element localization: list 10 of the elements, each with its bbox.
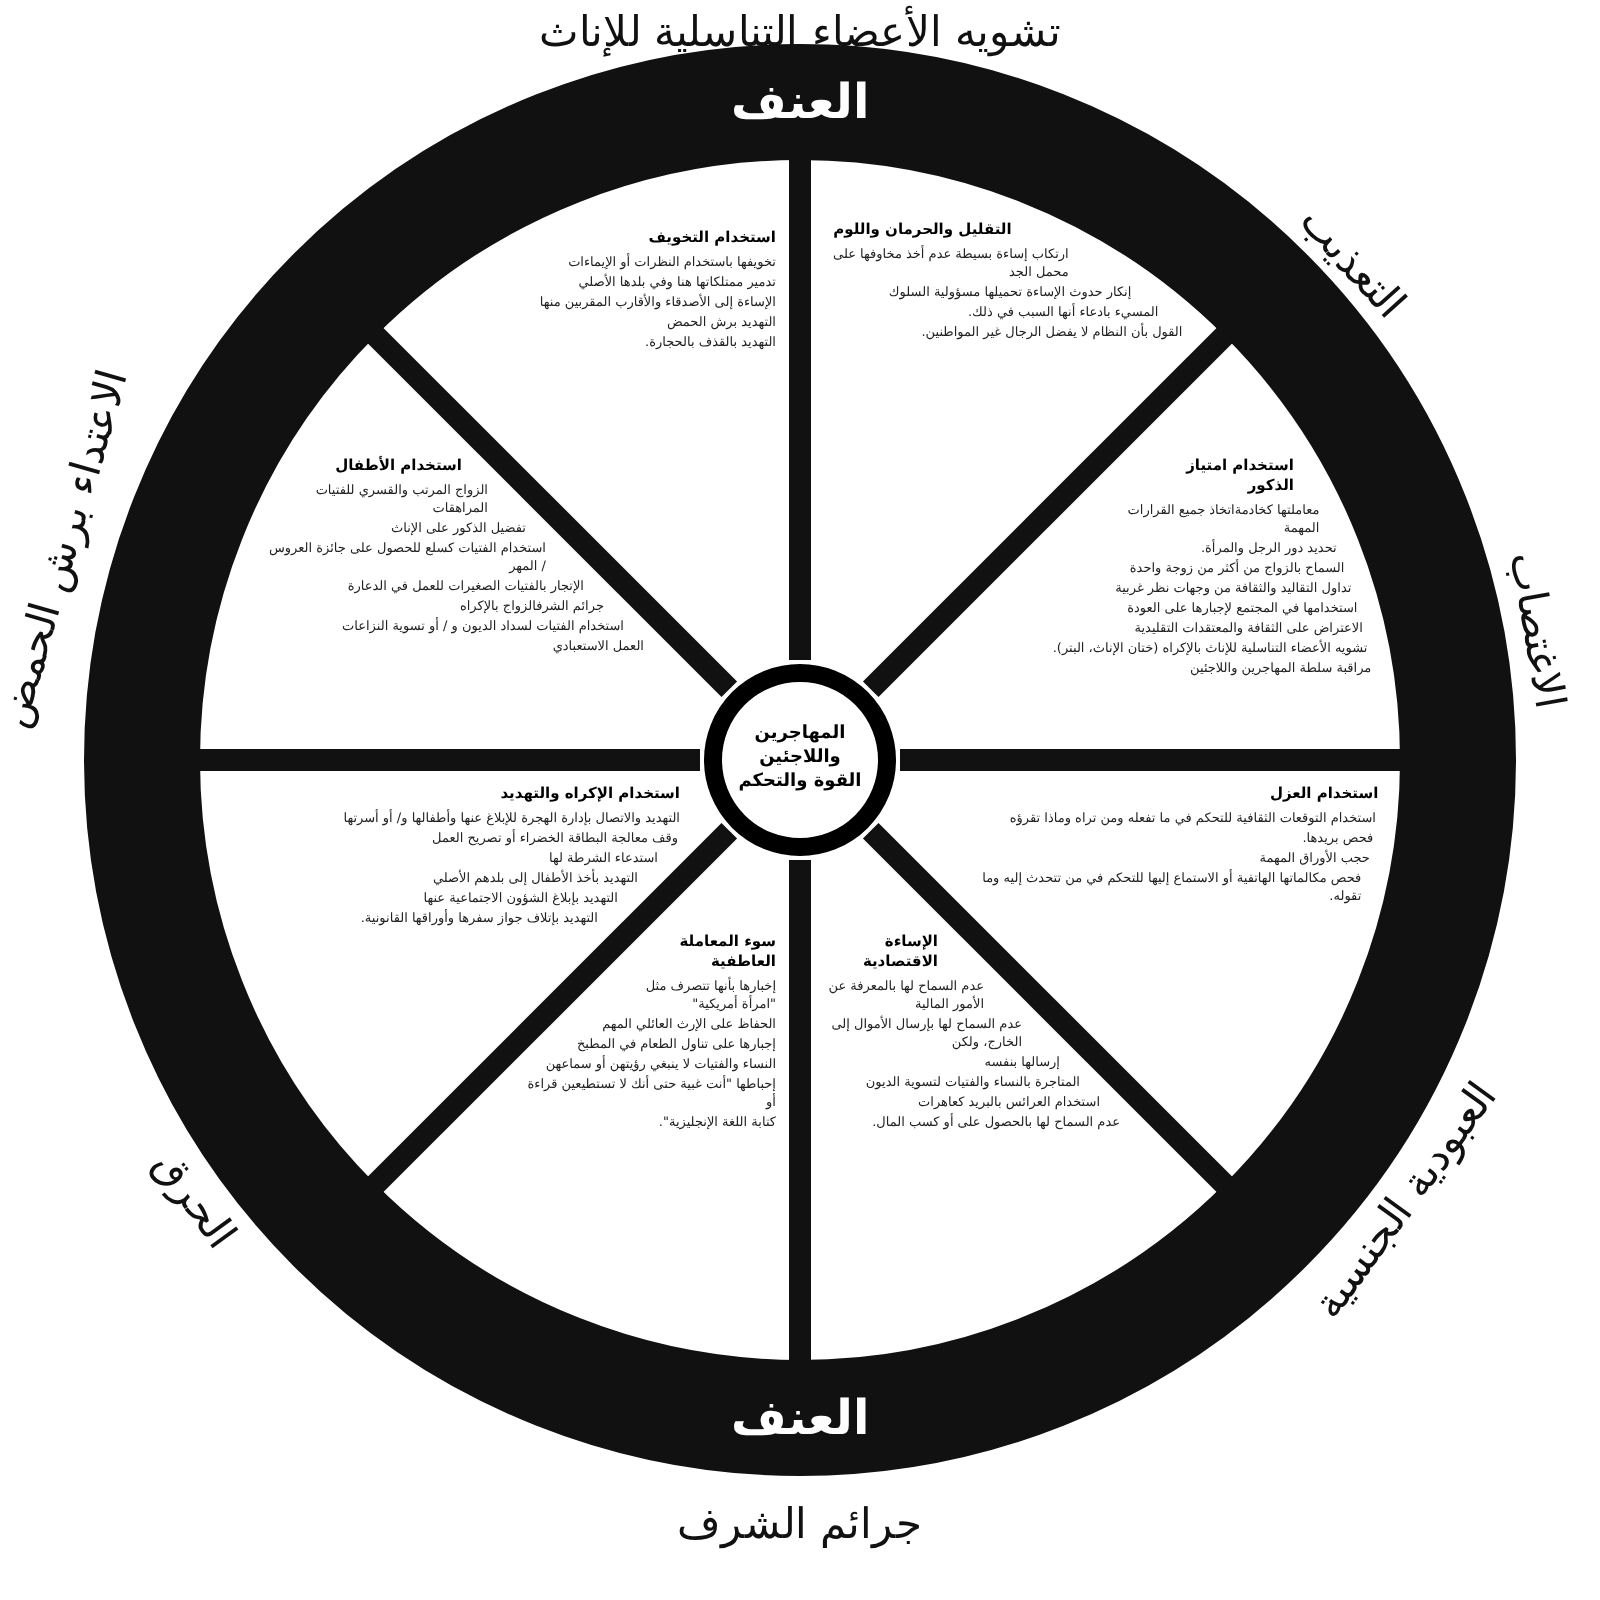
band-label: العنف — [731, 1390, 870, 1446]
outer-label: تشويه الأعضاء التناسلية للإناث — [539, 8, 1062, 56]
hub-circle: المهاجرين واللاجئين القوة والتحكم — [704, 664, 896, 856]
outer-label: الاعتداء برش الحمض — [0, 363, 137, 734]
outer-label: الاغتصاب — [1499, 548, 1574, 713]
outer-label: جرائم الشرف — [677, 1500, 923, 1548]
outer-label: الحرق — [143, 1141, 246, 1258]
outer-label: التعذيب — [1290, 197, 1415, 328]
band-label: العنف — [731, 74, 870, 130]
outer-label: العبودية الجنسية — [1303, 1072, 1507, 1327]
